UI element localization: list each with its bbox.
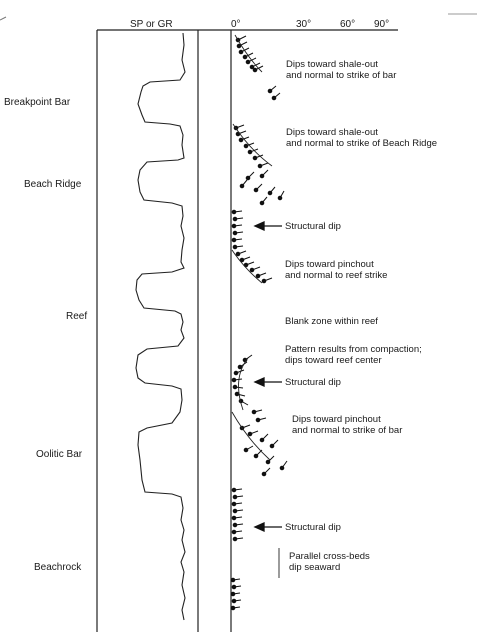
dipmeter-track bbox=[230, 29, 398, 632]
facies-beach-ridge: Beach Ridge bbox=[24, 179, 82, 190]
dip-scale-30: 30° bbox=[296, 19, 312, 30]
annotation-blank-zone: Blank zone within reef bbox=[285, 316, 378, 327]
dip-tadpoles bbox=[230, 35, 288, 611]
log-header: SP or GR bbox=[130, 19, 173, 30]
sp-gr-log-curve bbox=[135, 32, 186, 621]
annotation-structural-dip-2: Structural dip bbox=[285, 377, 341, 388]
annotation-reef-pinchout: Dips toward pinchout and normal to reef … bbox=[285, 259, 388, 281]
facies-reef: Reef bbox=[66, 311, 88, 322]
callout-arrows bbox=[253, 220, 282, 533]
annotation-breakpoint-bar: Dips toward shale-out and normal to stri… bbox=[286, 59, 397, 81]
log-track bbox=[96, 29, 231, 632]
dip-scale-60: 60° bbox=[340, 19, 356, 30]
annotation-compaction: Pattern results from compaction; dips to… bbox=[285, 344, 422, 366]
annotation-structural-dip-1: Structural dip bbox=[285, 221, 341, 232]
pattern-brackets bbox=[231, 34, 280, 578]
annotation-structural-dip-3: Structural dip bbox=[285, 522, 341, 533]
facies-oolitic-bar: Oolitic Bar bbox=[36, 449, 83, 460]
facies-breakpoint-bar: Breakpoint Bar bbox=[4, 97, 71, 108]
annotation-bar-pinchout: Dips toward pinchout and normal to strik… bbox=[292, 414, 403, 436]
annotation-beach-ridge: Dips toward shale-out and normal to stri… bbox=[286, 127, 438, 149]
dip-scale-90: 90° bbox=[374, 19, 390, 30]
facies-beachrock: Beachrock bbox=[34, 562, 82, 573]
annotation-cross-beds: Parallel cross-beds dip seaward bbox=[289, 551, 370, 573]
dip-scale-0: 0° bbox=[231, 19, 241, 30]
